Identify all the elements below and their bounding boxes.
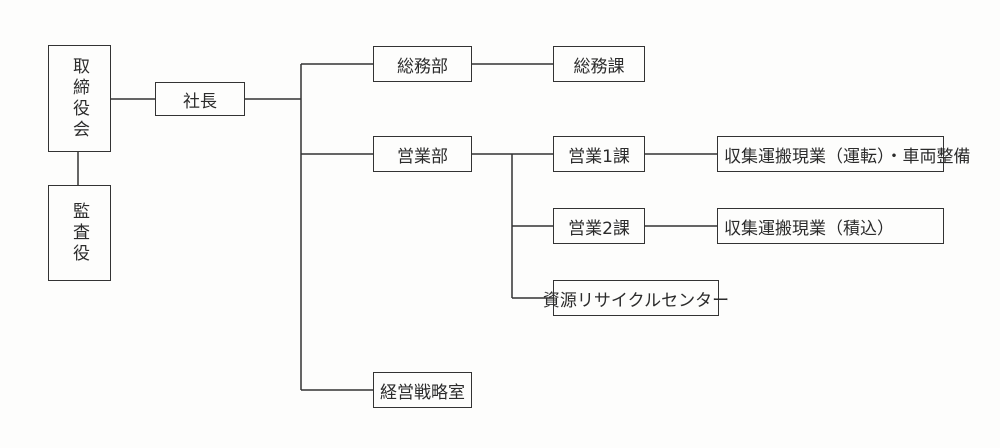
sales-section-2-box: 営業2課	[553, 208, 645, 244]
auditor-box: 監査役	[48, 185, 111, 281]
recycling-center-box: 資源リサイクルセンター	[543, 280, 729, 316]
sales-dept-box: 営業部	[373, 136, 472, 172]
board-of-directors-box: 取締役会	[48, 45, 111, 152]
sales-section-1-box: 営業1課	[553, 136, 645, 172]
president-box: 社長	[155, 82, 245, 116]
general-affairs-section-box: 総務課	[553, 46, 645, 82]
collection-loading-box: 収集運搬現業（積込）	[717, 208, 944, 244]
collection-driving-maintenance-box: 収集運搬現業（運転）・車両整備	[717, 136, 971, 172]
strategy-office-box: 経営戦略室	[373, 372, 472, 408]
general-affairs-dept-box: 総務部	[373, 46, 472, 82]
